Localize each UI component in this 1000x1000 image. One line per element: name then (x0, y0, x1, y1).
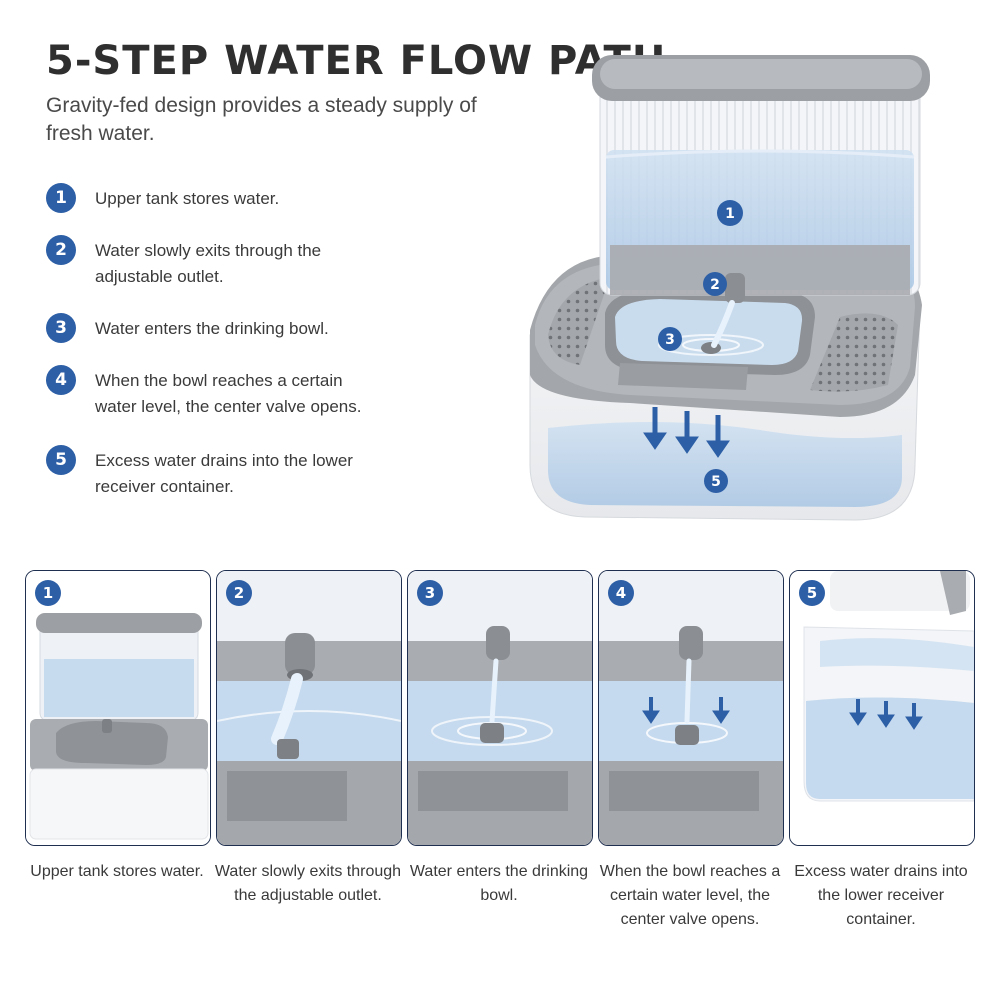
panel-illustration (408, 571, 592, 845)
hero-label-3: 3 (665, 332, 675, 348)
panel-caption-2: Water slowly exits through the adjustabl… (214, 863, 402, 904)
panel-number-badge: 3 (417, 580, 443, 606)
step-number-badge: 5 (46, 445, 76, 475)
panel-illustration (599, 571, 783, 845)
step-panel-1: 1 (25, 570, 211, 846)
hero-label-2: 2 (710, 277, 720, 293)
step-number-badge: 2 (46, 235, 76, 265)
panel-number-badge: 5 (799, 580, 825, 606)
step-text: When the bowl reaches a certain water le… (95, 371, 362, 416)
panel-illustration (26, 571, 210, 845)
panel-caption-4: When the bowl reaches a certain water le… (599, 863, 781, 928)
step-panel-3: 3 (407, 570, 593, 846)
hero-label-1: 1 (725, 206, 735, 222)
step-number-badge: 4 (46, 365, 76, 395)
step-number-badge: 3 (46, 313, 76, 343)
page-title: 5-STEP WATER FLOW PATH (46, 38, 667, 84)
panel-caption-5: Excess water drains into the lower recei… (794, 863, 968, 928)
panel-caption-1: Upper tank stores water. (30, 863, 204, 880)
hero-label-5: 5 (711, 474, 721, 490)
panel-caption-3: Water enters the drinking bowl. (409, 863, 589, 904)
panel-illustration (217, 571, 401, 845)
panel-number-badge: 2 (226, 580, 252, 606)
step-text: Water slowly exits through the adjustabl… (95, 241, 322, 286)
panel-number-badge: 1 (35, 580, 61, 606)
step-panel-5: 5 (789, 570, 975, 846)
page-subtitle: Gravity-fed design provides a steady sup… (46, 94, 477, 145)
panel-number-badge: 4 (608, 580, 634, 606)
step-text: Water enters the drinking bowl. (95, 319, 329, 338)
step-text: Upper tank stores water. (95, 189, 280, 208)
water-fountain-illustration: 1 2 3 5 (529, 55, 930, 521)
step-panel-2: 2 (216, 570, 402, 846)
step-number-badge: 1 (46, 183, 76, 213)
step-panel-4: 4 (598, 570, 784, 846)
panel-illustration (790, 571, 974, 845)
step-text: Excess water drains into the lower recei… (95, 451, 353, 496)
